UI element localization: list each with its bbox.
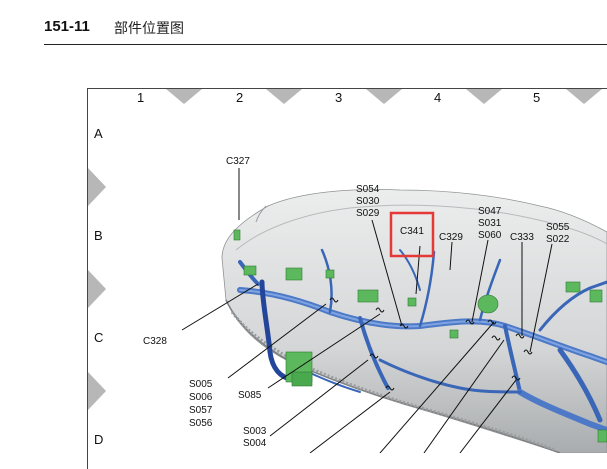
callout-c327: C327	[226, 156, 250, 167]
grid-row-label: A	[94, 126, 103, 141]
connector	[291, 371, 313, 387]
callout-c329: C329	[439, 232, 463, 243]
callout-s054: S054	[356, 184, 380, 195]
callout-c328: C328	[143, 336, 167, 347]
callout-s022: S022	[546, 234, 570, 245]
callout-s004: S004	[243, 438, 267, 449]
connector	[357, 289, 379, 303]
wiring-harness	[237, 248, 607, 433]
grid-marker	[266, 89, 302, 104]
connectors	[233, 229, 607, 443]
grid-row-label: B	[94, 228, 103, 243]
grid-column-markers	[166, 89, 602, 104]
callout-s005: S005	[189, 379, 213, 390]
grid-col-label: 4	[434, 90, 441, 105]
grid-col-label: 3	[335, 90, 342, 105]
grid-row-label: D	[94, 432, 103, 447]
splice-markers	[329, 297, 533, 391]
connector	[407, 297, 417, 307]
grid-marker	[466, 89, 502, 104]
grid-marker	[88, 372, 106, 410]
page-title: 部件位置图	[114, 21, 184, 37]
leader-lines	[181, 168, 553, 453]
callout-s056: S056	[189, 418, 213, 429]
grid-col-label: 5	[533, 90, 540, 105]
callout-c333: C333	[510, 232, 534, 243]
connector	[477, 294, 499, 314]
page-number: 151-11	[44, 18, 90, 35]
callout-s055: S055	[546, 222, 570, 233]
callout-s031: S031	[478, 218, 502, 229]
component-location-diagram: 1 2 3 4 5 A B C D	[88, 89, 607, 453]
callout-c341: C341	[400, 226, 424, 237]
callout-s003: S003	[243, 426, 267, 437]
grid-col-label: 2	[236, 90, 243, 105]
callout-s085: S085	[238, 390, 262, 401]
header-divider	[44, 44, 607, 45]
connector	[233, 229, 241, 241]
grid-marker	[566, 89, 602, 104]
diagram-frame	[87, 88, 607, 469]
connector	[449, 329, 459, 339]
c341-highlight-box	[389, 211, 435, 258]
callout-s047: S047	[478, 206, 502, 217]
connector	[565, 281, 581, 293]
grid-col-label: 1	[137, 90, 144, 105]
connector	[597, 429, 607, 443]
grid-row-markers	[88, 168, 106, 410]
grid-row-label: C	[94, 330, 103, 345]
connector	[325, 269, 335, 279]
grid-marker	[88, 270, 106, 308]
callout-s057: S057	[189, 405, 213, 416]
callout-s030: S030	[356, 196, 380, 207]
callout-s060: S060	[478, 230, 502, 241]
grid-marker	[166, 89, 202, 104]
connector	[285, 267, 303, 281]
grid-marker	[366, 89, 402, 104]
connector	[589, 289, 603, 303]
connector	[243, 265, 257, 276]
callout-s006: S006	[189, 392, 213, 403]
grid-marker	[88, 168, 106, 206]
callout-s029: S029	[356, 208, 380, 219]
